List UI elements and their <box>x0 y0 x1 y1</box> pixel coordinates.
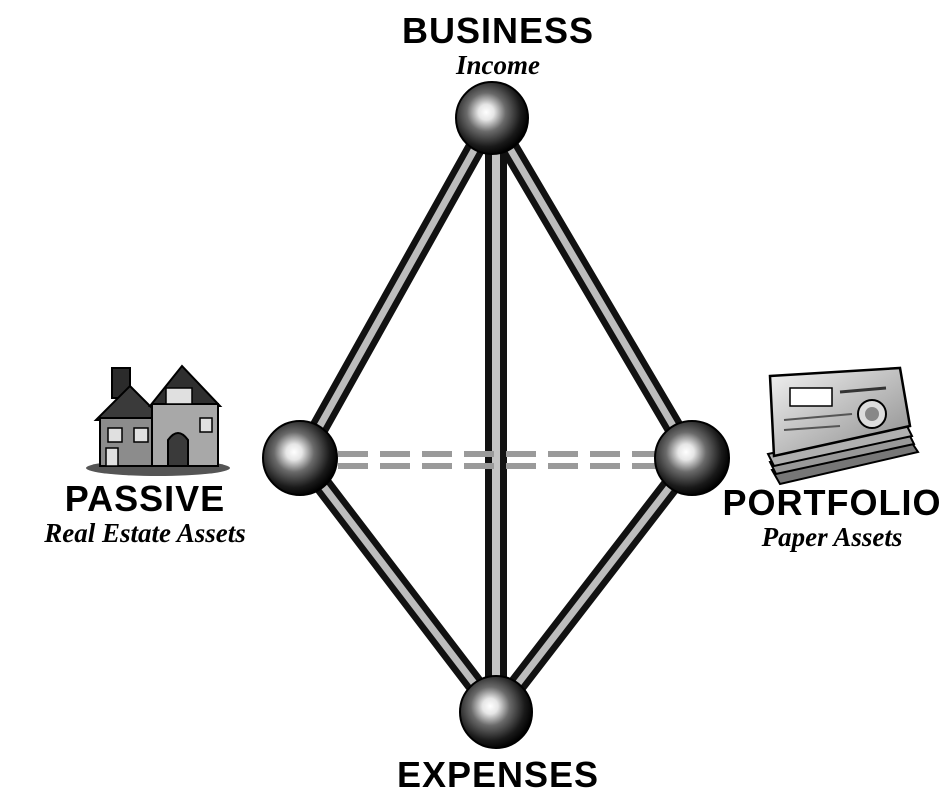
node-label-passive: PASSIVE Real Estate Assets <box>0 478 290 549</box>
paper-money-stack-icon <box>766 366 920 486</box>
node-title-business: BUSINESS <box>401 10 595 51</box>
node-subtitle-business: Income <box>456 50 540 80</box>
rod-passive-expenses <box>292 448 506 722</box>
node-title-passive: PASSIVE <box>64 478 226 519</box>
rod-portfolio-expenses <box>486 448 702 722</box>
node-sphere-portfolio <box>654 420 730 496</box>
node-label-portfolio: PORTFOLIO Paper Assets <box>718 482 946 553</box>
house-icon <box>86 364 230 476</box>
rod-business-passive <box>292 108 502 468</box>
node-title-expenses: EXPENSES <box>396 754 600 795</box>
node-sphere-passive <box>262 420 338 496</box>
rod-business-portfolio <box>482 108 702 468</box>
node-subtitle-portfolio: Paper Assets <box>761 522 903 552</box>
node-sphere-business <box>455 81 529 155</box>
node-label-expenses: EXPENSES <box>383 756 613 794</box>
dashed-link-passive-portfolio <box>338 451 656 469</box>
node-label-business: BUSINESS Income <box>383 10 613 81</box>
node-subtitle-passive: Real Estate Assets <box>44 518 246 548</box>
node-sphere-expenses <box>459 675 533 749</box>
node-title-portfolio: PORTFOLIO <box>722 482 942 523</box>
